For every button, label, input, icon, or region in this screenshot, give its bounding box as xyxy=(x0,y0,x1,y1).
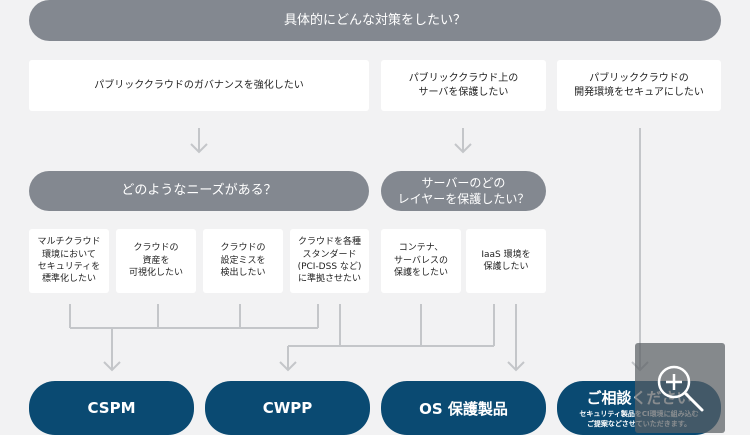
need-multicloud-standardize: マルチクラウド 環境において セキュリティを 標準化したい xyxy=(29,229,109,293)
top-question: 具体的にどんな対策をしたい？ xyxy=(29,0,721,41)
product-cwpp[interactable]: CWPP xyxy=(205,381,370,435)
category-dev-environment: パブリッククラウドの 開発環境をセキュアにしたい xyxy=(557,60,721,111)
category-server-protection: パブリッククラウド上の サーバを保護したい xyxy=(381,60,546,111)
question-server-layer: サーバーのどの レイヤーを保護したい？ xyxy=(381,171,546,211)
zoom-button[interactable] xyxy=(635,343,725,433)
product-cspm[interactable]: CSPM xyxy=(29,381,194,435)
need-detect-misconfig: クラウドの 設定ミスを 検出したい xyxy=(203,229,283,293)
need-compliance-standards: クラウドを各種 スタンダード (PCI-DSS など) に準拠させたい xyxy=(290,229,369,293)
need-container-serverless: コンテナ、 サーバレスの 保護をしたい xyxy=(381,229,461,293)
category-governance: パブリッククラウドのガバナンスを強化したい xyxy=(29,60,369,111)
need-visualize-assets: クラウドの 資産を 可視化したい xyxy=(116,229,196,293)
zoom-in-icon xyxy=(657,365,704,412)
product-os-protection[interactable]: OS 保護製品 xyxy=(381,381,546,435)
need-iaas-protection: IaaS 環境を 保護したい xyxy=(466,229,546,293)
question-needs: どのようなニーズがある？ xyxy=(29,171,369,211)
